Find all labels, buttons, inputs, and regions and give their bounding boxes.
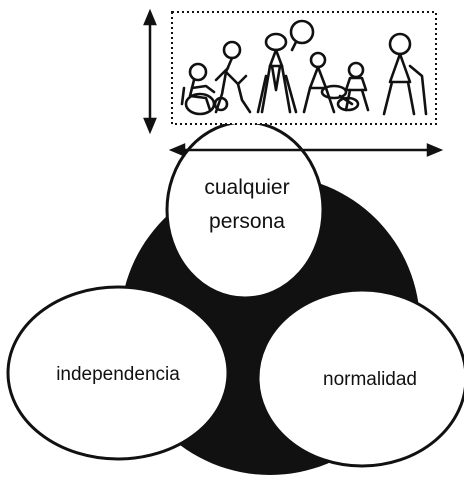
horizontal-double-arrow	[168, 143, 444, 157]
label-independencia: independencia	[56, 364, 180, 385]
label-cualquier: cualquier	[204, 176, 289, 199]
ellipse-normalidad: normalidad	[256, 288, 464, 468]
vertical-double-arrow	[143, 8, 157, 135]
person-crutches-icon	[256, 32, 298, 114]
ellipse-independencia: independencia	[6, 285, 230, 461]
person-wheelchair-icon	[180, 62, 229, 116]
label-persona: persona	[209, 210, 285, 233]
person-seated-helper-icon	[302, 51, 354, 114]
people-group-box	[171, 11, 437, 125]
label-normalidad: normalidad	[323, 369, 417, 390]
child-icon	[336, 61, 370, 112]
person-walking-icon	[214, 40, 252, 114]
person-walking-cane-icon	[382, 32, 428, 116]
ellipse-cualquier-persona: cualquier persona	[165, 120, 325, 300]
people-group-illustration-icon	[180, 19, 428, 116]
person-talking-icon	[289, 19, 315, 52]
